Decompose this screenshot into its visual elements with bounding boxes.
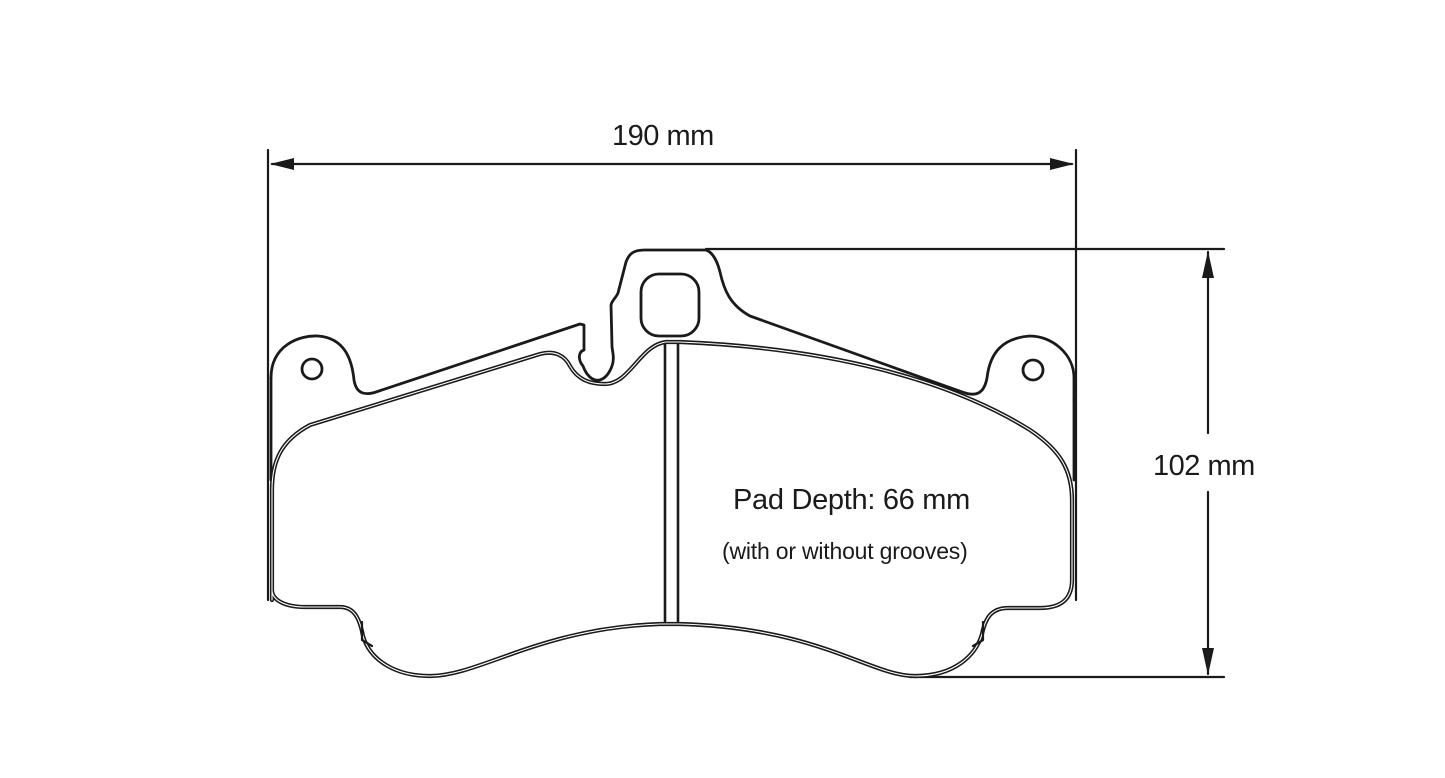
width-dimension-line bbox=[266, 148, 1078, 602]
height-dimension-label: 102 mm bbox=[1153, 450, 1255, 482]
arrow-down-icon bbox=[1202, 648, 1214, 675]
mounting-hole-left bbox=[300, 357, 324, 381]
mounting-hole-right bbox=[1021, 358, 1045, 382]
arrow-left-icon bbox=[270, 158, 294, 170]
notch-right-chamfer bbox=[971, 620, 985, 648]
arrow-up-icon bbox=[1202, 251, 1214, 278]
notch-left-chamfer bbox=[360, 620, 374, 648]
height-dimension-line bbox=[704, 247, 1226, 679]
grooves-note: (with or without grooves) bbox=[722, 538, 968, 564]
central-hole bbox=[639, 272, 701, 338]
backing-plate-outline bbox=[269, 248, 1076, 402]
width-dimension-label: 190 mm bbox=[612, 120, 714, 152]
arrow-right-icon bbox=[1050, 158, 1074, 170]
friction-material-outline bbox=[269, 339, 1075, 679]
pad-depth-label: Pad Depth: 66 mm bbox=[733, 484, 970, 516]
center-groove bbox=[663, 342, 680, 623]
